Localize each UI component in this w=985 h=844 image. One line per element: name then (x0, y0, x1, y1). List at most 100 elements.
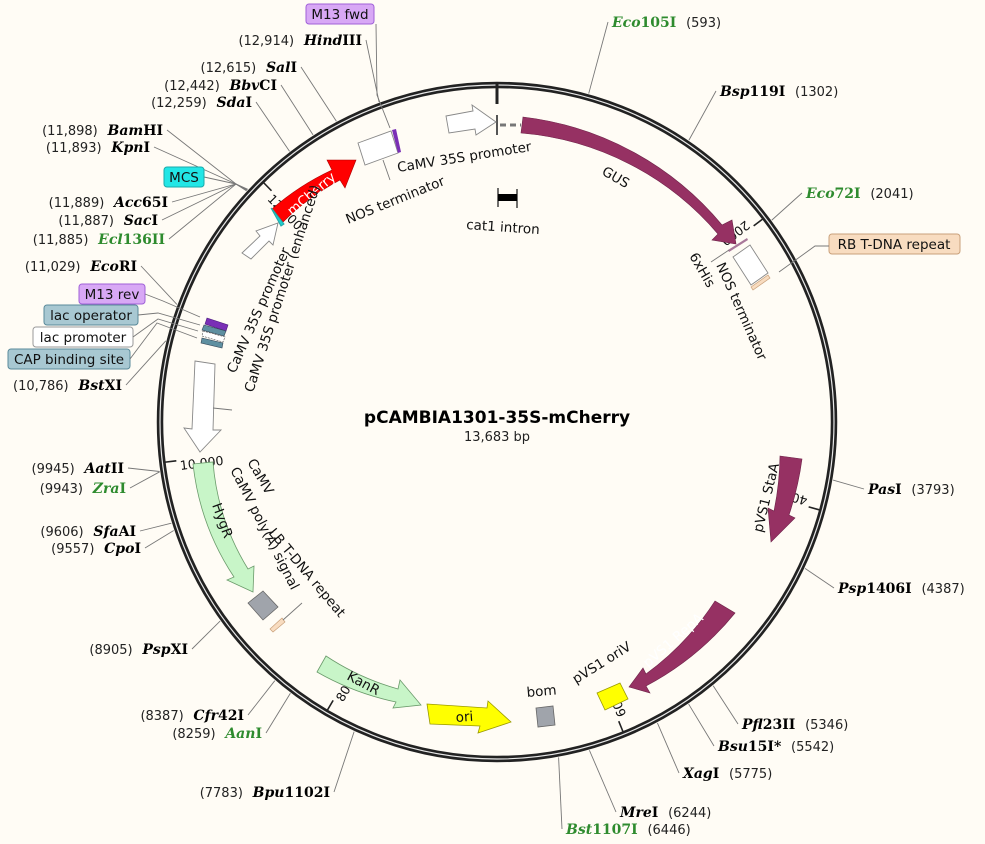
camv-35s-promoter-enhanced-arrow[interactable] (183, 360, 223, 453)
m13-fwd-tag[interactable]: M13 fwd (305, 3, 375, 25)
restriction-site[interactable]: PasI (3793) (832, 479, 955, 498)
restriction-site[interactable]: (11,893) KpnI (46, 140, 248, 191)
restriction-site[interactable]: Eco105I (593) (588, 15, 721, 94)
restriction-site[interactable]: (7783) Bpu1102I (200, 731, 355, 801)
restriction-site[interactable]: Eco72I (2041) (771, 186, 914, 221)
cap-binding-site-leader (129, 322, 198, 360)
restriction-site[interactable]: Pfl23II (5346) (712, 685, 848, 733)
cap-binding-site-tag[interactable]: CAP binding site (7, 348, 131, 370)
site-label[interactable]: Eco72I (2041) (805, 186, 914, 202)
site-label[interactable]: (12,442) BbvCI (164, 78, 277, 94)
site-label[interactable]: (11,893) KpnI (46, 140, 150, 156)
site-label[interactable]: (10,786) BstXI (13, 378, 122, 394)
restriction-site[interactable]: (8905) PspXI (89, 620, 221, 658)
bom-box[interactable] (535, 705, 556, 728)
site-label[interactable]: (12,615) SalI (201, 60, 297, 76)
gus-arrow[interactable] (520, 116, 737, 245)
site-label[interactable]: PasI (3793) (867, 482, 955, 498)
restriction-site[interactable]: (8259) AanI (172, 693, 291, 742)
site-label[interactable]: MreI (6244) (619, 805, 711, 821)
pvs1-oriv-box[interactable] (596, 682, 629, 711)
camv-35s-promoter-left-arrow[interactable] (241, 222, 279, 260)
site-label[interactable]: (8905) PspXI (89, 642, 188, 658)
camv-35s-promoter-top-arrow[interactable] (445, 104, 497, 136)
restriction-site[interactable]: (9557) CpoI (51, 530, 174, 557)
restriction-site[interactable]: (11,885) Ecl136II (33, 183, 247, 248)
restriction-site[interactable]: (11,889) Acc65I (49, 183, 248, 211)
restriction-site[interactable]: Psp1406I (4387) (804, 568, 965, 597)
lac-feature-cluster[interactable] (200, 317, 229, 349)
restriction-site[interactable]: (12,615) SalI (201, 60, 337, 122)
restriction-site[interactable]: (9606) SfaAI (40, 522, 172, 540)
site-label[interactable]: (11,885) Ecl136II (33, 232, 165, 248)
restriction-site[interactable]: (9943) ZraI (40, 471, 160, 497)
site-label[interactable]: Pfl23II (5346) (741, 717, 848, 733)
lac-promoter-tag[interactable]: lac promoter (32, 326, 134, 348)
site-label[interactable]: (8387) Cfr42I (140, 708, 244, 724)
site-label[interactable]: (12,259) SdaI (151, 95, 252, 111)
camv-polya-box[interactable] (247, 590, 279, 621)
restriction-site[interactable]: (8387) Cfr42I (140, 680, 276, 724)
site-label[interactable]: Eco105I (593) (611, 15, 721, 31)
site-name-rest: 105I (641, 15, 677, 31)
nos-terminator-right-box[interactable] (732, 244, 769, 286)
restriction-site[interactable]: Bsp119I (1302) (688, 84, 838, 141)
ori-arrow[interactable] (426, 700, 512, 734)
site-name-italic: Eco (89, 259, 119, 275)
restriction-site[interactable]: (12,914) HindIII (238, 33, 380, 103)
restriction-site[interactable]: Bsu15I* (5542) (688, 703, 835, 755)
lac-operator-tag[interactable]: lac operator (43, 304, 139, 326)
cat1-intron[interactable] (497, 188, 518, 208)
site-label[interactable]: (7783) Bpu1102I (200, 785, 330, 801)
site-label[interactable]: (11,029) EcoRI (25, 259, 137, 275)
site-position: (7783) (200, 786, 243, 801)
site-label[interactable]: Bsu15I* (5542) (717, 739, 834, 755)
site-position: (6446) (647, 823, 690, 838)
hygr-arrow[interactable] (192, 461, 255, 593)
mcs-tag[interactable]: MCS (163, 166, 205, 188)
nos-terminator-top-leader (382, 159, 391, 181)
m13-rev-tag[interactable]: M13 rev (78, 283, 146, 305)
site-label[interactable]: (9606) SfaAI (40, 524, 136, 540)
site-label[interactable]: (12,914) HindIII (238, 33, 362, 49)
pvs1-repa-arrow[interactable] (628, 600, 736, 694)
restriction-sites: Eco105I (593) Bsp119I (1302) Eco72I (2041)… (13, 15, 965, 838)
site-label[interactable]: XagI (5775) (682, 766, 772, 782)
mcherry-arrow[interactable] (271, 159, 357, 223)
pvs1-staa-arrow[interactable] (767, 455, 803, 543)
site-label[interactable]: Bst1107I (6446) (565, 822, 691, 838)
nos-terminator-top-box[interactable] (357, 130, 399, 166)
site-name-rest: I (290, 60, 297, 76)
restriction-site[interactable]: (12,442) BbvCI (164, 78, 314, 136)
restriction-site[interactable]: MreI (6244) (588, 750, 711, 821)
restriction-site[interactable]: (11,898) BamHI (42, 123, 248, 190)
restriction-site[interactable]: XagI (5775) (656, 722, 772, 782)
kanr-arrow[interactable] (316, 655, 422, 709)
restriction-site[interactable]: (11,029) EcoRI (25, 259, 178, 305)
restriction-site[interactable]: (9945) AatII (32, 461, 160, 477)
site-name-rest: 119I (750, 84, 786, 100)
site-name-italic: Bam (107, 123, 144, 139)
site-leader-line (129, 471, 160, 489)
site-name-rest: 72I (835, 186, 861, 202)
site-label[interactable]: Bsp119I (1302) (719, 84, 838, 100)
site-label[interactable]: (11,889) Acc65I (49, 195, 168, 211)
bom-label: bom (526, 682, 557, 701)
lb-tdna-repeat-mark[interactable] (269, 617, 286, 633)
site-name-italic: Aan (223, 726, 255, 742)
site-label[interactable]: (11,887) SacI (58, 213, 158, 229)
site-position: (9606) (40, 525, 83, 540)
site-label[interactable]: (9945) AatII (32, 461, 125, 477)
site-label[interactable]: (9557) CpoI (51, 541, 141, 557)
site-label[interactable]: (9943) ZraI (40, 481, 126, 497)
backbone (156, 81, 838, 763)
restriction-site[interactable]: Bst1107I (6446) (558, 757, 691, 838)
restriction-site[interactable]: (12,259) SdaI (151, 95, 290, 152)
restriction-site[interactable]: (10,786) BstXI (13, 340, 167, 394)
site-label[interactable]: (8259) AanI (172, 726, 262, 742)
site-label[interactable]: (11,898) BamHI (42, 123, 163, 139)
site-gap (658, 805, 668, 821)
site-label[interactable]: Psp1406I (4387) (837, 581, 965, 597)
rb-tdna-repeat-tag[interactable]: RB T-DNA repeat (828, 233, 961, 255)
rb-tdna-repeat-mark[interactable] (750, 274, 771, 291)
